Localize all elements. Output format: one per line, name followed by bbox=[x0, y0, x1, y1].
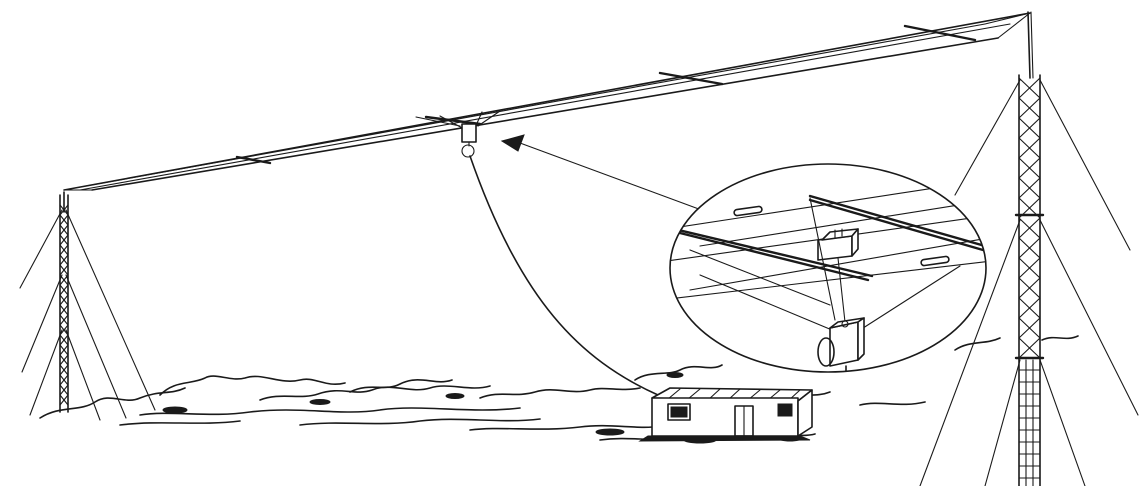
detail-matching-box bbox=[817, 317, 865, 372]
detail-balun-box bbox=[817, 228, 859, 261]
left-mast bbox=[19, 191, 156, 421]
detail-insulators bbox=[733, 205, 950, 267]
detail-circle-outline bbox=[669, 163, 987, 373]
pointer-arrow bbox=[500, 134, 716, 216]
right-tower-lattice bbox=[1018, 77, 1041, 486]
detail-contents bbox=[670, 177, 986, 372]
equipment-shelter bbox=[638, 387, 813, 442]
detail-magnifier bbox=[669, 163, 987, 373]
right-tower bbox=[919, 11, 1139, 486]
left-mast-guy-wires bbox=[19, 209, 156, 421]
left-mast-lattice bbox=[59, 204, 69, 406]
wire-spreaders bbox=[235, 24, 977, 165]
ground-vegetation bbox=[39, 335, 1079, 441]
right-tower-guy-wires bbox=[919, 79, 1139, 486]
antenna-wire-array bbox=[63, 12, 1031, 191]
feed-point-assembly bbox=[415, 110, 501, 158]
feedline-cable bbox=[469, 155, 659, 396]
